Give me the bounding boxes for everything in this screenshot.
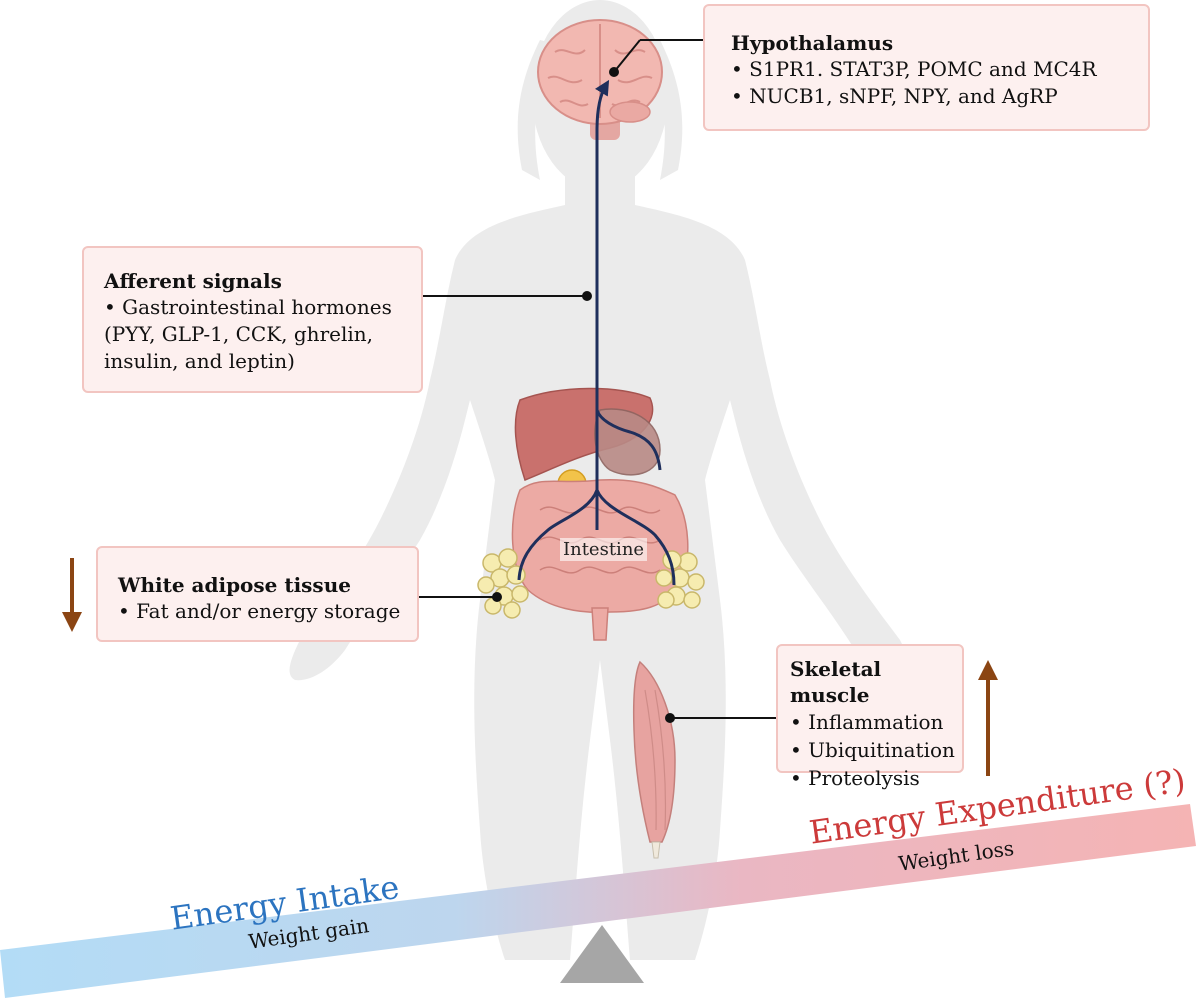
afferent-signals-item: insulin, and leptin) [104,349,295,373]
skeletal-muscle-box: Skeletal muscle • Inflammation • Ubiquit… [776,644,964,790]
afferent-signals-title: Afferent signals [104,269,282,293]
white-adipose-title: White adipose tissue [118,573,351,597]
skeletal-muscle-item: • Inflammation [790,710,944,734]
hypothalamus-item: • NUCB1, sNPF, NPY, and AgRP [731,84,1058,108]
hypothalamus-box: Hypothalamus • S1PR1. STAT3P, POMC and M… [703,4,1150,131]
afferent-signals-item: • Gastrointestinal hormones [104,295,392,319]
intestine-label: Intestine [560,538,648,561]
skeletal-muscle-item: • Ubiquitination [790,738,955,762]
afferent-signals-box: Afferent signals • Gastrointestinal horm… [82,246,423,393]
fulcrum-icon [560,925,644,983]
up-arrow-icon [978,660,998,776]
digestive-organs-icon [511,387,689,641]
hypothalamus-title: Hypothalamus [731,31,894,55]
skeletal-muscle-item: • Proteolysis [790,766,920,790]
white-adipose-box: White adipose tissue • Fat and/or energy… [96,546,419,642]
balance-beam [0,804,1196,998]
hypothalamus-item: • S1PR1. STAT3P, POMC and MC4R [731,57,1097,81]
white-adipose-item: • Fat and/or energy storage [118,599,401,623]
skeletal-muscle-title: Skeletal muscle [790,657,882,707]
down-arrow-icon [62,558,82,632]
adipose-cells-icon [477,548,705,619]
connector-lines [419,39,776,723]
afferent-signals-item: (PYY, GLP-1, CCK, ghrelin, [104,322,373,346]
signal-pathway [517,79,676,586]
